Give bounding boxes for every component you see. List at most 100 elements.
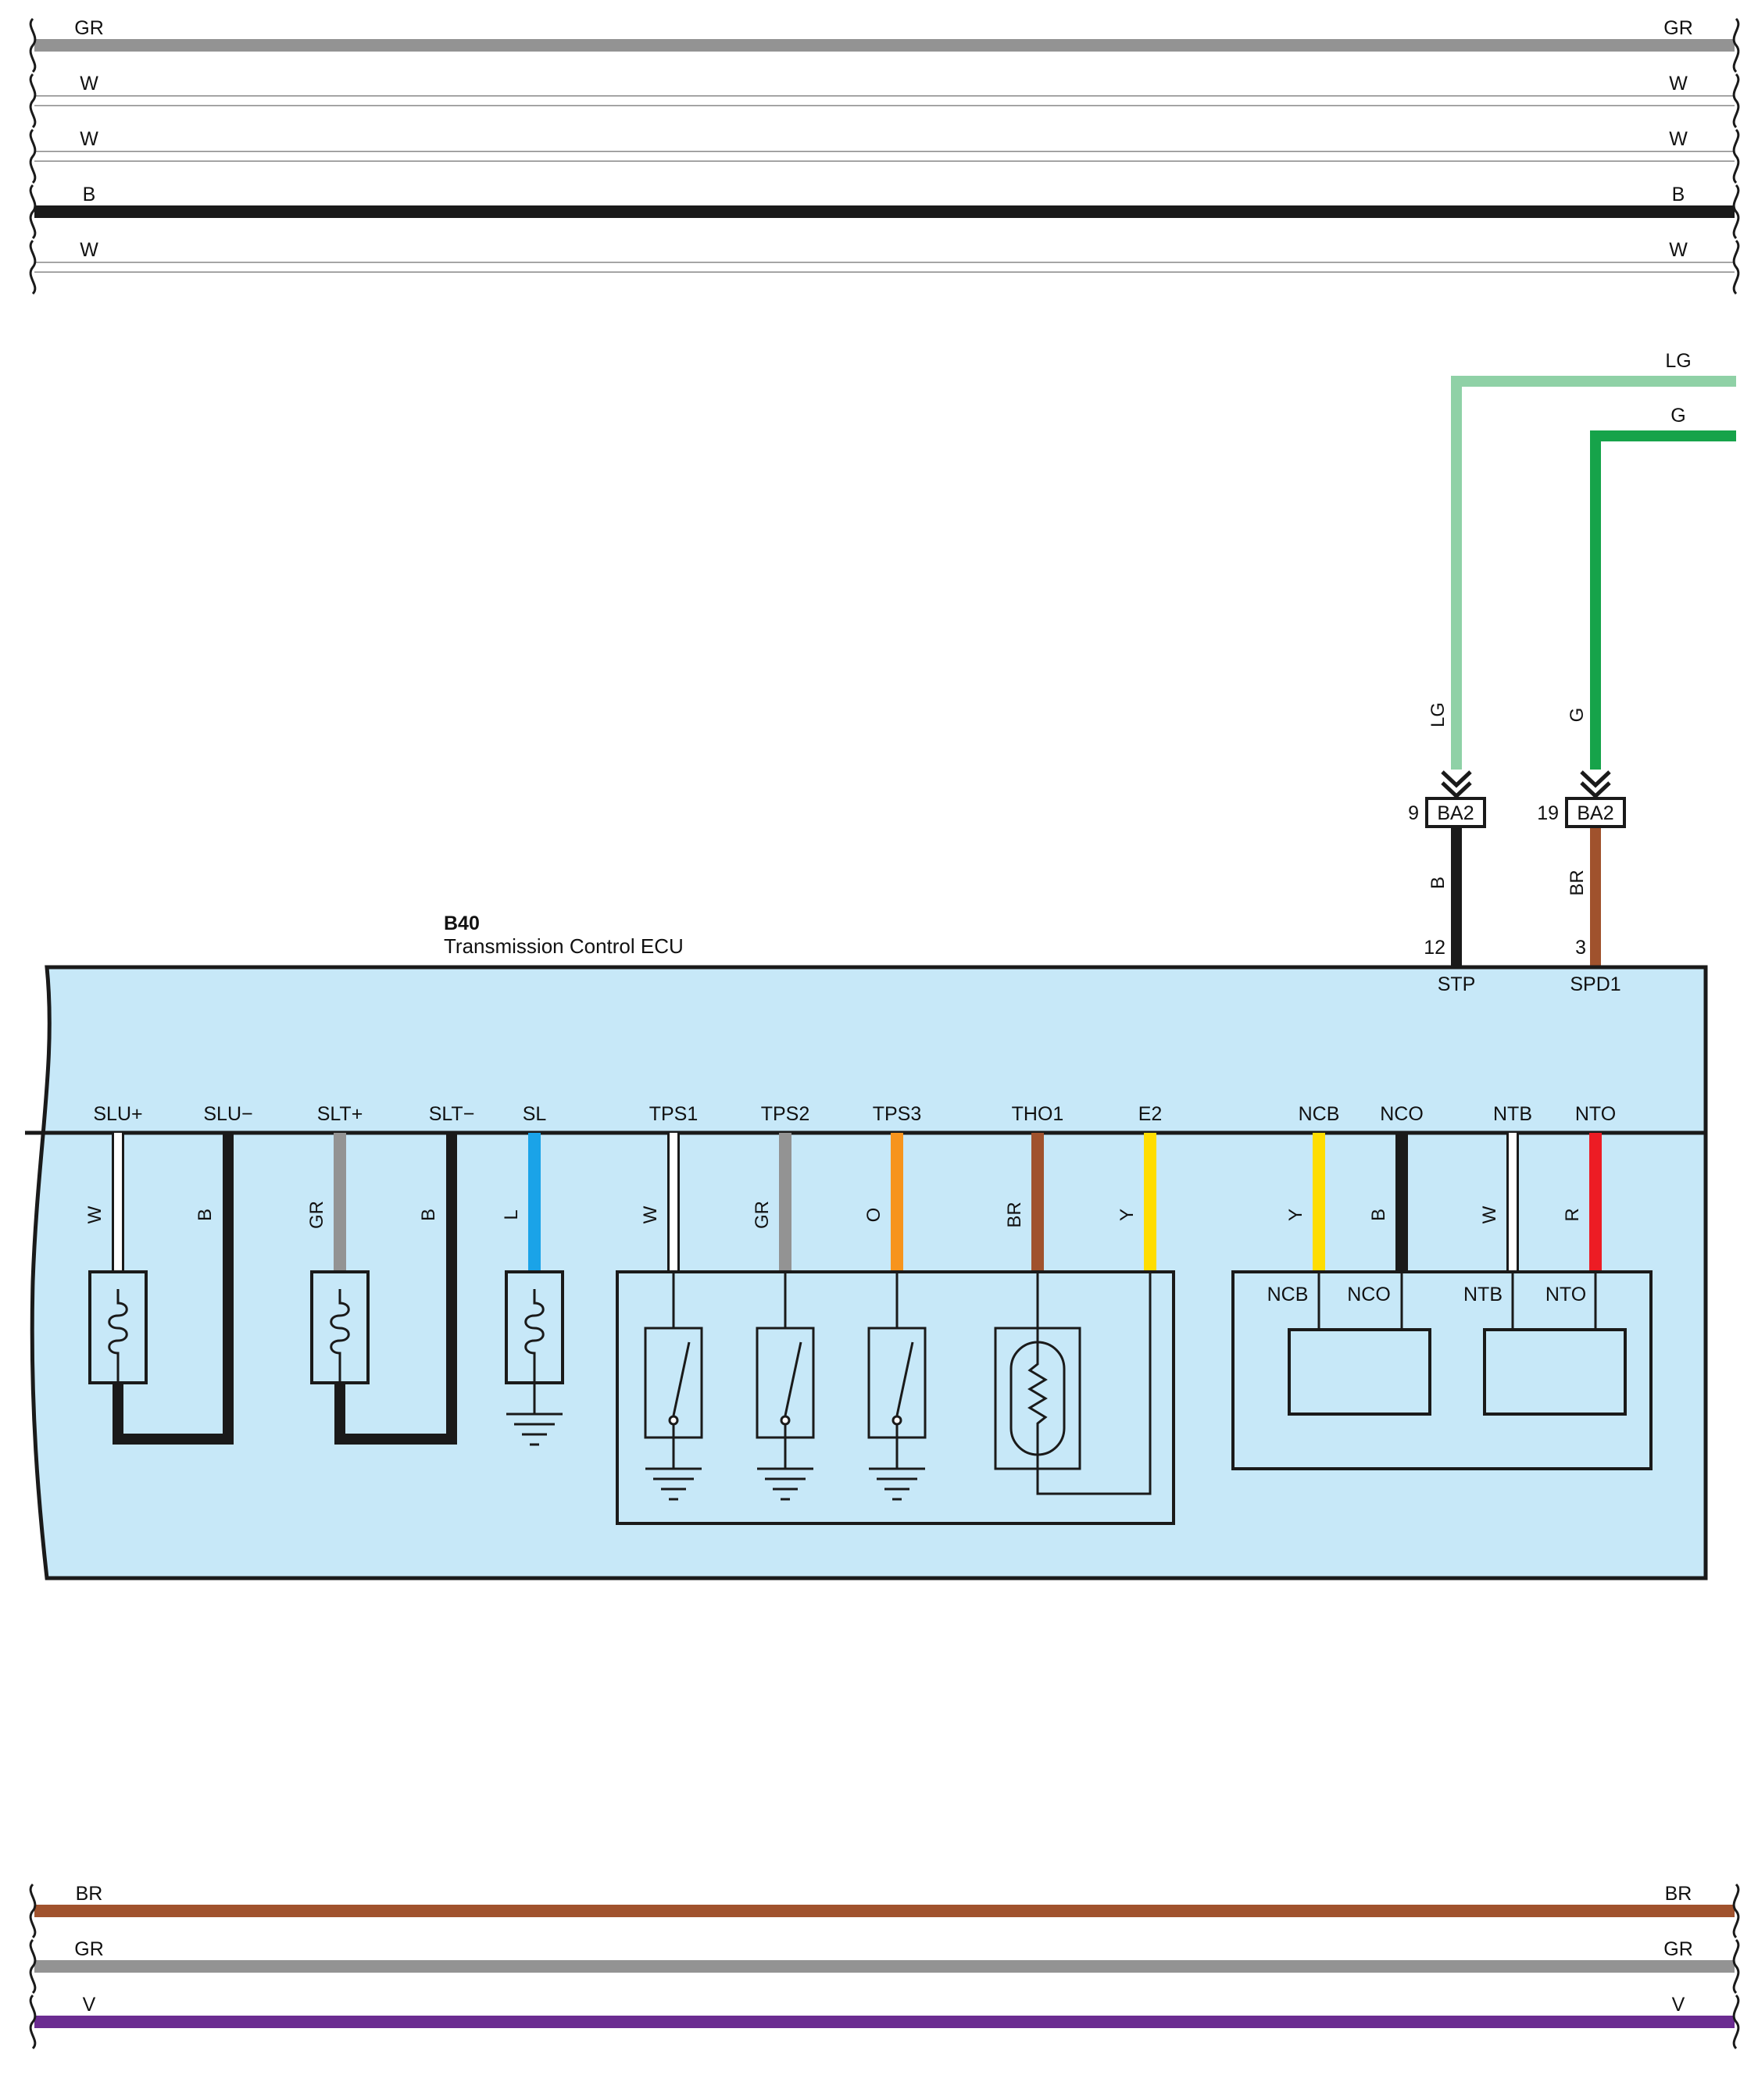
internal-wire-label: L [501, 1209, 522, 1220]
g-connector-chevron-icon [1580, 770, 1611, 799]
internal-wire-label: GR [306, 1201, 327, 1229]
top-wire-right-label: W [1669, 239, 1688, 261]
coil-icon [108, 1289, 128, 1383]
sensor-label-ncb: NCB [1267, 1284, 1309, 1305]
bottom-wire-left-label: GR [74, 1938, 104, 1960]
terminal-tps1: TPS1 [649, 1103, 699, 1125]
stp-ecu-pin: 12 [1424, 937, 1445, 959]
slu-return-wire [113, 1133, 234, 1445]
top-wire-left-label: W [80, 239, 98, 261]
speed-sensor-group: NCB NCO NTB NTO [1231, 1270, 1653, 1470]
wire-break-icon [29, 1883, 37, 1939]
terminal-tps2: TPS2 [761, 1103, 810, 1125]
lg-wire-vertical-label: LG [1427, 702, 1449, 727]
spd1-wire-label: BR [1567, 870, 1588, 895]
sensor-label-nto: NTO [1545, 1284, 1586, 1305]
ground-icon [757, 1467, 813, 1501]
wire-break-icon [1732, 1994, 1740, 2050]
internal-wire-label: GR [752, 1201, 773, 1229]
bottom-wire-1: BR BR [29, 1883, 1740, 1939]
terminal-sl: SL [523, 1103, 547, 1125]
ground-icon [645, 1467, 702, 1501]
internal-wire-label: W [640, 1205, 661, 1223]
lg-connector-code: BA2 [1437, 802, 1474, 824]
terminal-slt: SLT− [429, 1103, 475, 1125]
terminal-tps3: TPS3 [873, 1103, 922, 1125]
g-connector-pin: 19 [1537, 802, 1559, 824]
bottom-wire-left-label: BR [76, 1883, 103, 1905]
internal-wire-label: Y [1285, 1209, 1306, 1221]
right-branches: LG G LG G BA2 BA2 9 19 B BR 12 3 [1408, 350, 1736, 967]
ground-icon [506, 1412, 563, 1446]
terminal-tho1: THO1 [1012, 1103, 1064, 1125]
stp-wire-label: B [1427, 877, 1449, 889]
sensor-label-nco: NCO [1347, 1284, 1391, 1305]
ground-icon [869, 1467, 925, 1501]
g-connector-box [1565, 797, 1626, 828]
g-wire [1590, 430, 1736, 770]
ecu-code: B40 [444, 912, 480, 934]
wire-break-icon [29, 17, 37, 73]
internal-wire-label: R [1562, 1208, 1583, 1221]
terminal-spd1: SPD1 [1570, 973, 1620, 995]
switch-tps3 [867, 1272, 927, 1501]
sensor-label-ntb: NTB [1463, 1284, 1503, 1305]
top-wire-right-label: W [1669, 128, 1688, 150]
wire-break-icon [1732, 1938, 1740, 1995]
top-wire-right-label: GR [1663, 17, 1693, 39]
internal-wire-label: BR [1004, 1202, 1025, 1227]
wire-break-icon [1732, 239, 1740, 295]
terminal-slu: SLU− [203, 1103, 252, 1125]
sensor-nc [1288, 1328, 1431, 1416]
resistor-icon [1027, 1272, 1152, 1495]
terminal-slt: SLT+ [317, 1103, 363, 1125]
wire-break-icon [29, 128, 37, 184]
bottom-wire-right-label: BR [1665, 1883, 1692, 1905]
switch-tps2 [756, 1272, 815, 1501]
top-wire-left-label: B [83, 184, 96, 205]
bottom-wire-right-label: V [1672, 1994, 1685, 2016]
coil-icon [524, 1289, 545, 1383]
terminal-slu: SLU+ [93, 1103, 142, 1125]
terminal-ntb: NTB [1493, 1103, 1532, 1125]
wire-break-icon [29, 73, 37, 129]
bottom-wire-left-label: V [83, 1994, 96, 2016]
lg-connector-pin: 9 [1408, 802, 1419, 824]
g-wire-vertical-label: G [1567, 708, 1588, 723]
top-wire-left-label: W [80, 73, 98, 95]
top-wire-left-label: GR [74, 17, 104, 39]
top-wire-right-label: W [1669, 73, 1688, 95]
wire-break-icon [1732, 73, 1740, 129]
lg-connector-box [1425, 797, 1486, 828]
slt-return-wire [334, 1133, 457, 1445]
coil-icon [330, 1289, 350, 1383]
switch-tps1 [644, 1272, 703, 1501]
wire-break-icon [29, 1938, 37, 1995]
g-wire-right-label: G [1670, 405, 1685, 427]
tps-thermistor-group [616, 1270, 1175, 1525]
top-wire-1: GR GR [29, 17, 1740, 73]
terminal-e2: E2 [1138, 1103, 1163, 1125]
g-connector-code: BA2 [1577, 802, 1613, 824]
internal-wires [112, 1133, 1602, 1272]
internal-wire-label: B [418, 1209, 439, 1221]
terminal-nco: NCO [1380, 1103, 1424, 1125]
spd1-ecu-pin: 3 [1575, 937, 1586, 959]
wire-break-icon [29, 239, 37, 295]
wire-break-icon [29, 1994, 37, 2050]
internal-wire-label: Y [1117, 1209, 1138, 1221]
internal-wire-label: B [195, 1209, 216, 1221]
terminal-stp: STP [1438, 973, 1476, 995]
wire-break-icon [29, 184, 37, 240]
lg-wire-right-label: LG [1665, 350, 1691, 372]
